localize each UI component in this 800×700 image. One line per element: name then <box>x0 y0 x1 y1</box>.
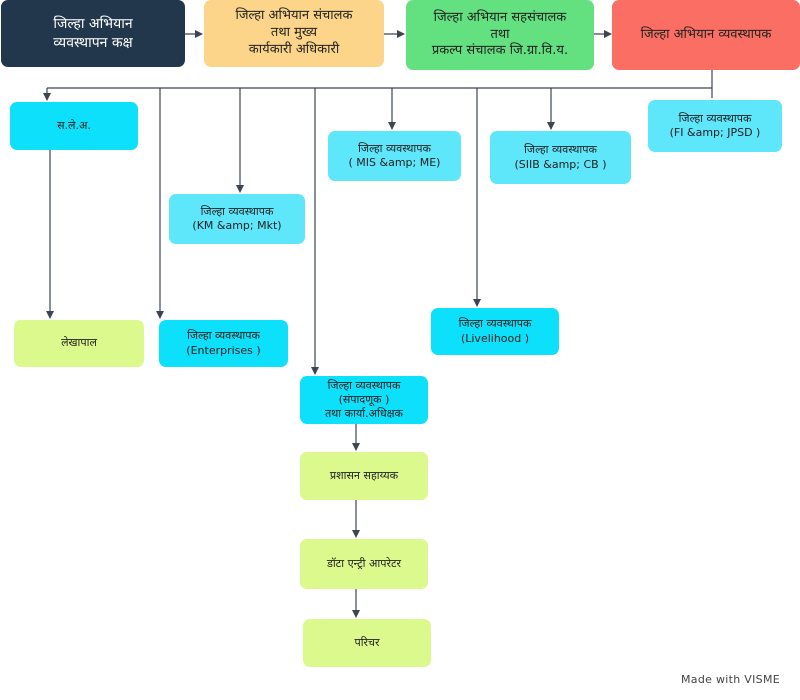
livelihood-manager-box: जिल्हा व्यवस्थापक (Livelihood ) <box>431 308 559 355</box>
attendant-box: परिचर <box>303 619 431 667</box>
manager-box: जिल्हा अभियान व्यवस्थापक <box>612 0 800 70</box>
sla-box: स.ले.अ. <box>10 102 138 150</box>
admin-assistant-box: प्रशासन सहाय्यक <box>300 452 428 500</box>
siib-cb-manager-box: जिल्हा व्यवस्थापक (SIIB &amp; CB ) <box>490 131 631 184</box>
watermark: Made with VISME <box>680 673 780 686</box>
accountant-box: लेखापाल <box>14 320 144 367</box>
fi-jpsd-manager-box: जिल्हा व्यवस्थापक (FI &amp; JPSD ) <box>648 100 782 152</box>
data-entry-operator-box: डॉटा एन्ट्री आपरेटर <box>300 539 428 589</box>
mis-me-manager-box: जिल्हा व्यवस्थापक ( MIS &amp; ME) <box>328 131 461 181</box>
km-mkt-manager-box: जिल्हा व्यवस्थापक (KM &amp; Mkt) <box>169 194 305 244</box>
director-box: जिल्हा अभियान संचालक तथा मुख्य कार्यकारी… <box>204 0 384 67</box>
enterprises-manager-box: जिल्हा व्यवस्थापक (Enterprises ) <box>159 320 288 367</box>
cell-box: जिल्हा अभियान व्यवस्थापन कक्ष <box>1 0 185 67</box>
procurement-manager-box: जिल्हा व्यवस्थापक (संपादणूक ) तथा कार्या… <box>300 376 428 424</box>
joint-director-box: जिल्हा अभियान सहसंचालक तथा प्रकल्प संचाल… <box>406 0 594 70</box>
